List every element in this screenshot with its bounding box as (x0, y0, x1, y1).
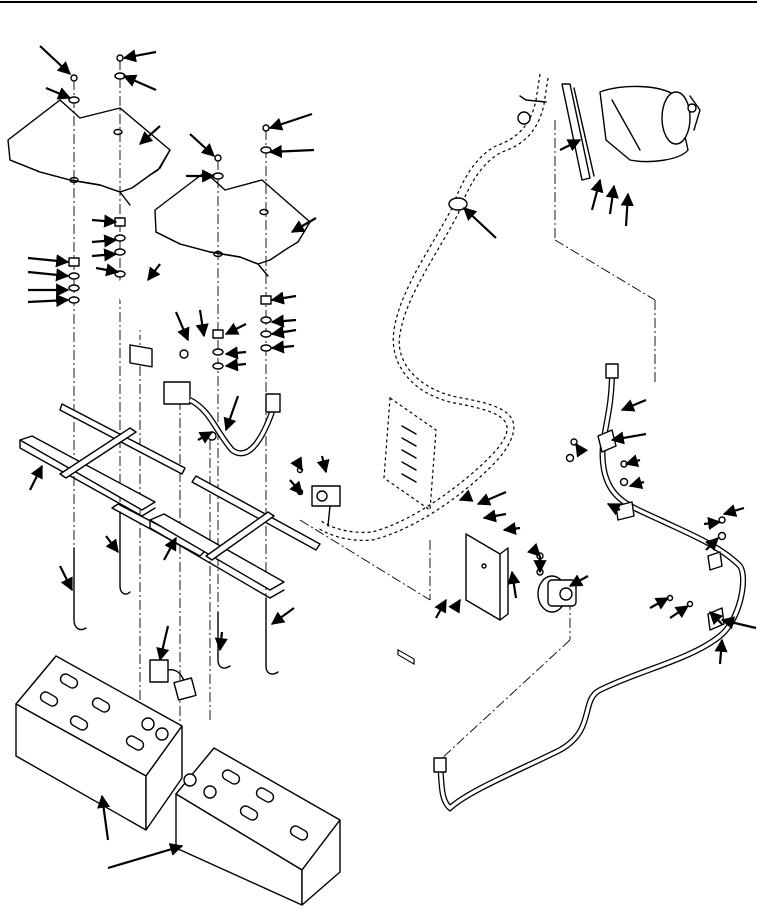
callout-arrow (270, 291, 297, 305)
callout-arrow (620, 398, 647, 412)
callout-arrow (290, 217, 317, 233)
callout-arrows (27, 45, 757, 870)
callout-arrow (590, 178, 604, 211)
callout-arrow (39, 45, 71, 75)
callout-arrow (91, 234, 118, 248)
callout-arrow (59, 565, 73, 592)
callout-arrow (107, 843, 184, 870)
callout-arrow (147, 263, 161, 282)
callout-arrow (270, 607, 295, 625)
callout-arrow (568, 574, 589, 587)
callout-arrow (502, 521, 521, 536)
j-hook-rods (73, 511, 279, 675)
battery-holddown-frame-center (149, 475, 321, 599)
callout-arrow (105, 535, 119, 554)
ground-hardware (565, 438, 727, 608)
callout-arrow (606, 503, 622, 516)
callout-arrow (270, 325, 297, 339)
callout-arrow (316, 455, 330, 474)
hardware-stack-left (68, 54, 126, 304)
callout-arrow (709, 611, 724, 626)
battery-holddown-frame-left (19, 403, 207, 557)
cable-harness (317, 73, 549, 541)
callout-arrow (526, 542, 541, 557)
callout-arrow (189, 133, 215, 157)
callout-arrow (476, 490, 507, 506)
callout-arrow (714, 638, 728, 665)
callout-arrow (29, 464, 43, 491)
callout-arrow (434, 598, 447, 619)
starter-motor (599, 85, 701, 163)
solenoid (536, 552, 577, 613)
callout-arrow (559, 139, 582, 152)
hardware-stack-center (212, 124, 272, 370)
callout-arrow (27, 254, 70, 268)
callout-arrow (610, 431, 647, 445)
callout-arrow (224, 358, 247, 372)
callout-arrow (224, 346, 247, 360)
battery-cable-left (117, 276, 189, 368)
callout-arrow (197, 431, 214, 444)
callout-arrow (268, 112, 313, 131)
battery-cover-center (154, 171, 311, 277)
callout-arrow (223, 395, 240, 432)
callout-arrow (605, 184, 619, 215)
callout-arrow (270, 314, 297, 328)
callout-arrow (448, 598, 461, 614)
battery-cable-center (163, 381, 281, 457)
callout-arrow (27, 268, 70, 282)
callout-arrow (620, 192, 634, 227)
callout-arrow (458, 489, 474, 502)
callout-arrow (290, 456, 303, 472)
callout-arrow (624, 454, 641, 468)
callout-arrow (122, 49, 157, 63)
callout-arrow (174, 311, 190, 342)
callout-arrow (268, 144, 315, 159)
battery-left (15, 655, 183, 831)
callout-arrow (97, 794, 111, 841)
callout-arrow (139, 125, 161, 145)
callout-arrow (628, 476, 645, 490)
callout-arrow (289, 479, 303, 496)
callout-arrow (507, 570, 521, 599)
callout-arrow (482, 509, 507, 523)
callout-arrow (122, 74, 157, 92)
callout-arrow (575, 442, 589, 458)
callout-arrow (703, 516, 722, 531)
callout-arrow (163, 536, 177, 561)
callout-arrow (45, 86, 72, 100)
callout-arrow (195, 309, 209, 338)
callout-arrow (214, 631, 228, 652)
callout-arrow (156, 625, 170, 662)
battery-cover-left (7, 99, 171, 206)
callout-arrow (704, 537, 719, 552)
callout-arrow (720, 616, 757, 630)
callout-arrow (224, 322, 247, 335)
callout-arrow (270, 340, 295, 354)
starter-bracket (561, 83, 595, 181)
callout-arrow (27, 294, 70, 308)
callout-arrow (95, 263, 120, 277)
battery-right (175, 747, 341, 906)
mounting-plate (465, 533, 509, 621)
callout-arrow (463, 207, 497, 239)
callout-arrow (722, 504, 745, 517)
relay-assembly (296, 466, 341, 527)
alignment-lines (73, 60, 656, 780)
callout-arrow (649, 597, 670, 610)
callout-arrow (91, 214, 118, 228)
terminal-panel (383, 396, 437, 665)
callout-arrow (91, 248, 118, 262)
callout-arrow (669, 605, 690, 619)
battery-terminal-connector (149, 659, 197, 701)
